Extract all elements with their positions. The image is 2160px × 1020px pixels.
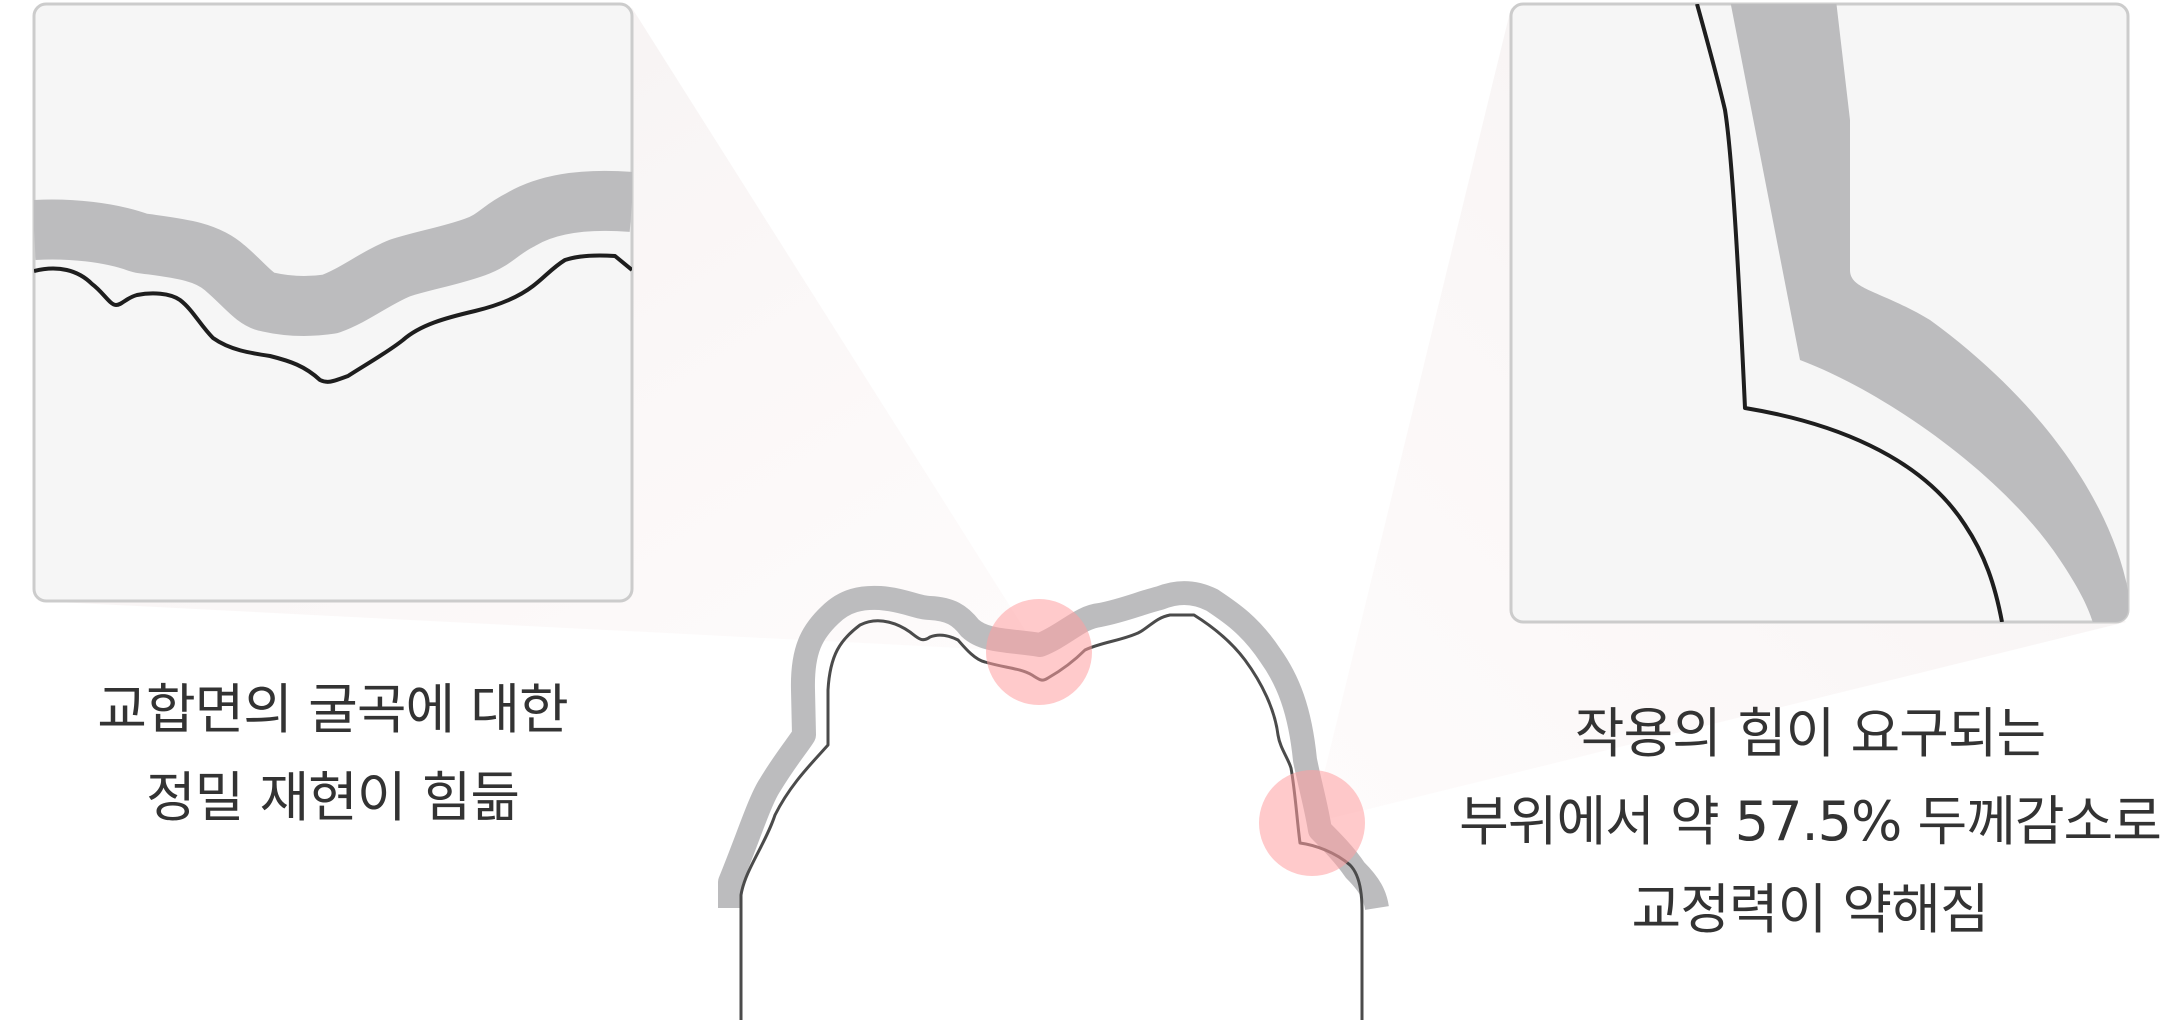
- occlusal-caption-line-2: 정밀 재현이 힘듦: [145, 766, 520, 829]
- cervical-caption-line-1: 작용의 힘이 요구되는: [1574, 702, 2046, 765]
- cervical-caption: 작용의 힘이 요구되는 부위에서 약 57.5% 두께감소로 교정력이 약해짐: [1420, 690, 2160, 954]
- tooth-with-aligner: [718, 581, 1389, 1020]
- cervical-highlight-marker: [1259, 770, 1365, 876]
- left-zoom-panel: [32, 2, 634, 603]
- right-zoom-panel: [1509, 2, 2130, 624]
- occlusal-highlight-marker: [986, 599, 1092, 705]
- occlusal-caption-line-1: 교합면의 굴곡에 대한: [97, 678, 568, 741]
- cervical-caption-line-2: 부위에서 약 57.5% 두께감소로: [1459, 790, 2160, 853]
- left-zoom-aligner-band: [34, 170, 632, 337]
- right-zoom-tooth-line: [1695, 4, 2004, 622]
- left-zoom-tooth-line: [34, 253, 632, 384]
- occlusal-caption: 교합면의 굴곡에 대한 정밀 재현이 힘듦: [20, 666, 645, 842]
- cervical-caption-line-3: 교정력이 약해짐: [1631, 878, 1990, 941]
- right-zoom-aligner-band: [1730, 4, 2128, 622]
